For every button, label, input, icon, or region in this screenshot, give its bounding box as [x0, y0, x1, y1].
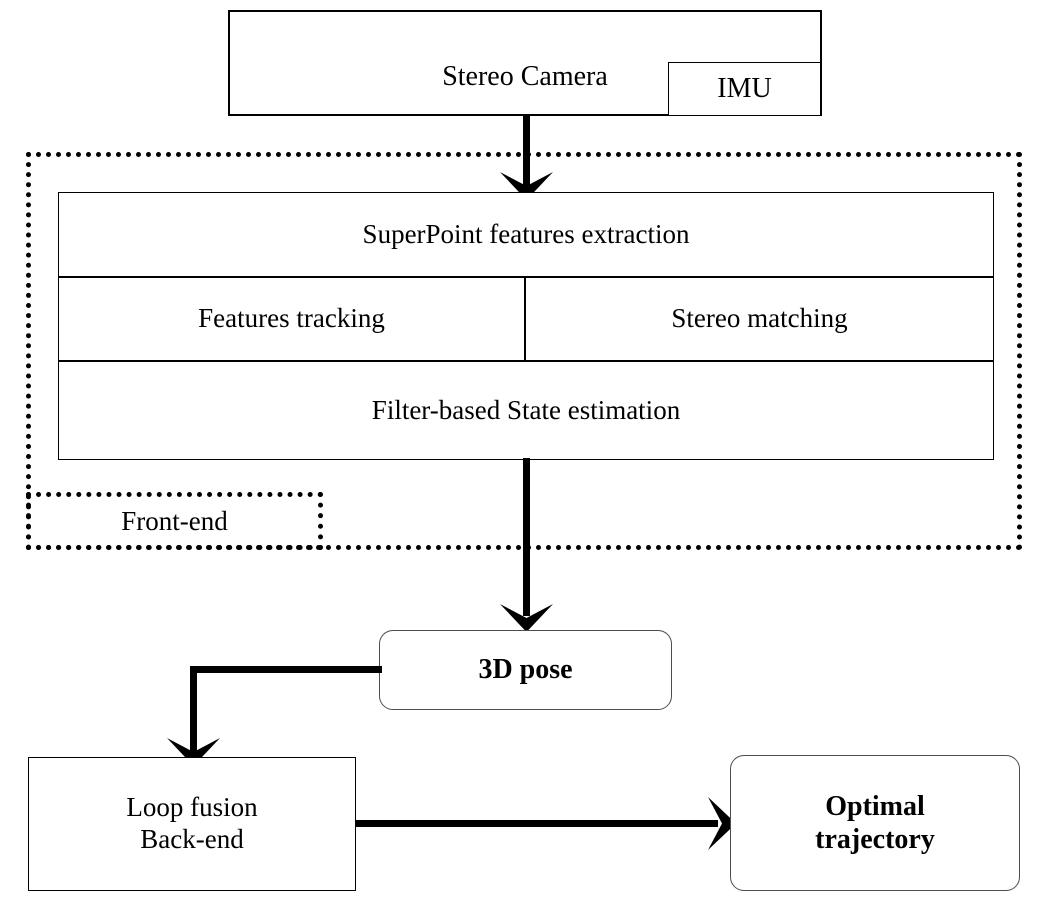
node-imu-label: IMU: [717, 73, 772, 105]
node-front-end[interactable]: Front-end: [26, 492, 323, 550]
node-filter-based-state-estimation[interactable]: Filter-based State estimation: [58, 361, 994, 460]
node-loop-fusion-label: Loop fusion: [126, 792, 258, 823]
node-3d-pose-label: 3D pose: [478, 654, 573, 686]
node-superpoint-features-extraction[interactable]: SuperPoint features extraction: [58, 192, 994, 277]
node-imu[interactable]: IMU: [668, 62, 821, 116]
node-3d-pose[interactable]: 3D pose: [379, 630, 672, 710]
edge-pose-to-loop-horizontal: [190, 666, 382, 673]
edge-loop-to-optimal-line: [356, 820, 718, 827]
node-stereo-camera-label: Stereo Camera: [442, 61, 608, 92]
node-stereo-matching[interactable]: Stereo matching: [525, 277, 994, 361]
node-optimal-label: Optimal: [825, 790, 925, 822]
edge-state-to-pose-line: [523, 458, 530, 616]
node-state-estimation-label: Filter-based State estimation: [371, 394, 681, 425]
edge-camera-to-frontend-arrowhead: [500, 172, 553, 202]
node-back-end-label: Back-end: [140, 824, 244, 854]
edge-pose-to-loop-vertical: [190, 666, 197, 752]
edge-loop-to-optimal-arrowhead: [708, 797, 738, 850]
node-trajectory-label: trajectory: [815, 824, 935, 855]
node-stereo-matching-label: Stereo matching: [671, 303, 848, 334]
node-loop-fusion-back-end[interactable]: Loop fusion Back-end: [28, 757, 356, 891]
node-optimal-trajectory[interactable]: Optimal trajectory: [730, 755, 1020, 891]
edge-pose-to-loop-arrowhead: [167, 738, 220, 768]
node-superpoint-label: SuperPoint features extraction: [362, 218, 690, 249]
node-features-tracking-label: Features tracking: [198, 303, 385, 334]
node-features-tracking[interactable]: Features tracking: [58, 277, 525, 361]
node-front-end-label: Front-end: [121, 505, 228, 536]
edge-camera-to-frontend-line: [523, 114, 530, 186]
edge-state-to-pose-arrowhead: [500, 604, 553, 634]
